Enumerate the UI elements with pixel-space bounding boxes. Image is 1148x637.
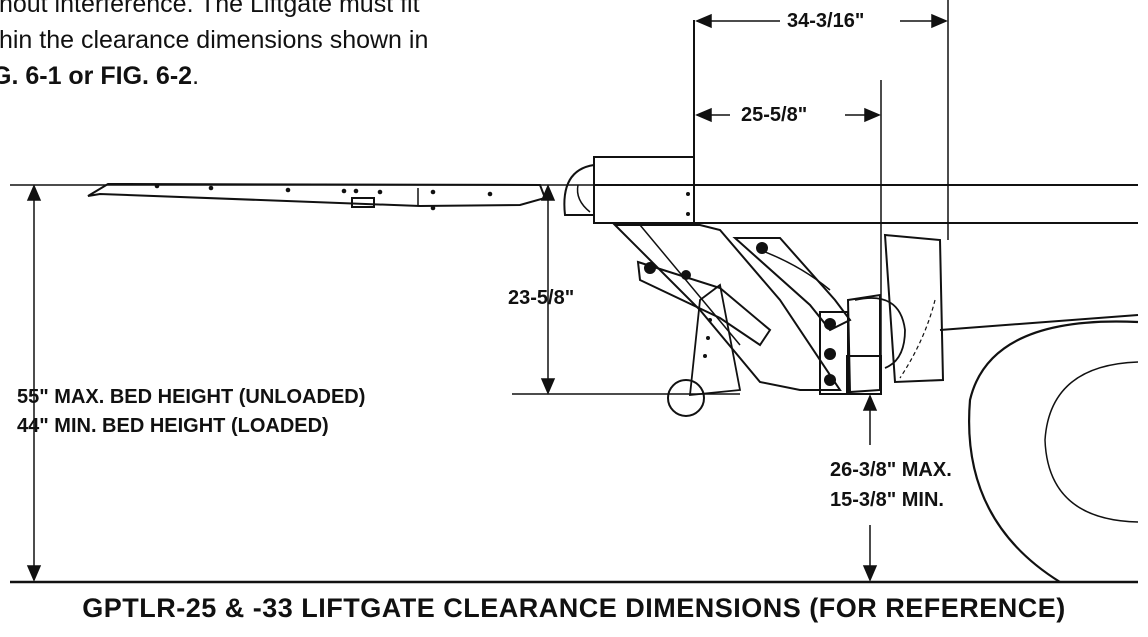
hydraulic-cylinder <box>732 237 852 332</box>
hydraulic-hose <box>854 297 906 369</box>
dim-ground-min: 15-3/8" MIN. <box>830 489 944 511</box>
intro-line-2: thin the clearance dimensions shown in <box>0 26 429 54</box>
frame-bracket <box>883 233 945 384</box>
platform <box>87 182 547 208</box>
figure-caption: GPTLR-25 & -33 LIFTGATE CLEARANCE DIMENS… <box>82 593 1066 623</box>
intro-line-3: G. 6-1 or FIG. 6-2. <box>0 58 428 94</box>
intro-text: thout interference. The Liftgate must fi… <box>0 0 428 94</box>
parallel-arm <box>636 260 772 347</box>
vertical-post <box>819 311 849 395</box>
dim-bed-max: 55" MAX. BED HEIGHT (UNLOADED) <box>17 386 366 408</box>
mount-bracket <box>846 293 881 394</box>
dim-ground-max: 26-3/8" MAX. <box>830 459 952 481</box>
dim-platform-drop: 23-5/8" <box>508 287 575 309</box>
mount-plate <box>846 355 882 395</box>
dim-top-inner: 25-5/8" <box>741 104 808 126</box>
lift-arm <box>612 224 842 391</box>
hub <box>1044 361 1139 523</box>
truck-frame-underside <box>939 314 1139 331</box>
intro-line-1: thout interference. The Liftgate must fi… <box>0 0 420 18</box>
dim-top-outer: 34-3/16" <box>787 10 865 32</box>
hinge-roller <box>563 164 595 216</box>
lift-box <box>593 156 695 224</box>
tire <box>968 320 1139 583</box>
intro-line-3-end: . <box>192 62 200 90</box>
bottom-tube <box>667 379 705 417</box>
figure-reference: G. 6-1 or FIG. 6-2 <box>0 62 193 90</box>
dim-bed-min: 44" MIN. BED HEIGHT (LOADED) <box>17 415 329 437</box>
side-plate <box>688 283 742 397</box>
